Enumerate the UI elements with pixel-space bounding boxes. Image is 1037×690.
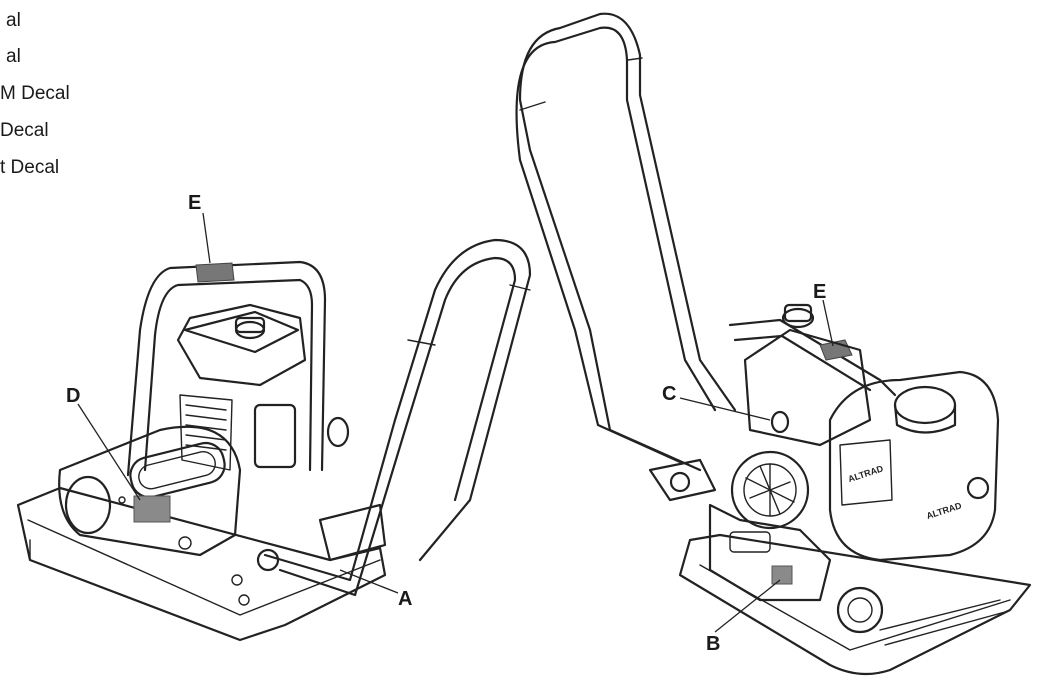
right-recoil-starter — [730, 450, 810, 530]
callout-e-right: E — [813, 281, 827, 303]
legend-line-5: t Decal — [0, 157, 60, 178]
left-belt-guard — [58, 425, 242, 557]
right-decal-b — [771, 565, 793, 585]
callout-a: A — [398, 588, 413, 610]
left-roll-cage — [126, 260, 327, 477]
right-compactor-illustration: ALTRAD ALTRAD — [515, 12, 1032, 676]
right-handle — [518, 12, 737, 472]
right-logo-text-2: ALTRAD — [925, 500, 963, 521]
legend-line-3: M Decal — [0, 83, 70, 104]
leader-c — [679, 397, 771, 421]
right-belt-guard — [708, 503, 832, 602]
leader-e-right — [822, 299, 834, 347]
callout-d: D — [66, 385, 81, 407]
callout-e-left: E — [188, 192, 202, 214]
leader-d — [77, 403, 141, 501]
legend-line-4: Decal — [0, 120, 49, 141]
leader-e-left — [202, 212, 211, 264]
left-base-plate-edge — [27, 519, 381, 616]
legend-line-2: al — [6, 46, 21, 67]
left-decal-d — [133, 495, 171, 523]
right-engine-block — [743, 328, 872, 447]
right-fuel-tank — [828, 370, 1000, 562]
left-compactor-illustration — [16, 238, 532, 642]
callout-b: B — [706, 633, 721, 655]
leader-b — [714, 579, 781, 633]
left-engine-block — [176, 303, 307, 387]
right-logo-text-1: ALTRAD — [847, 463, 885, 484]
left-handle — [263, 238, 532, 582]
left-fuel-tank — [253, 403, 297, 469]
left-base-plate — [16, 486, 387, 642]
callout-c: C — [662, 383, 677, 405]
right-base-plate — [678, 533, 1032, 676]
decal-legend: al al M Decal Decal t Decal — [0, 0, 200, 190]
left-cage-grip-decal — [195, 262, 235, 283]
legend-line-1: al — [6, 10, 21, 31]
leader-a — [339, 569, 399, 594]
